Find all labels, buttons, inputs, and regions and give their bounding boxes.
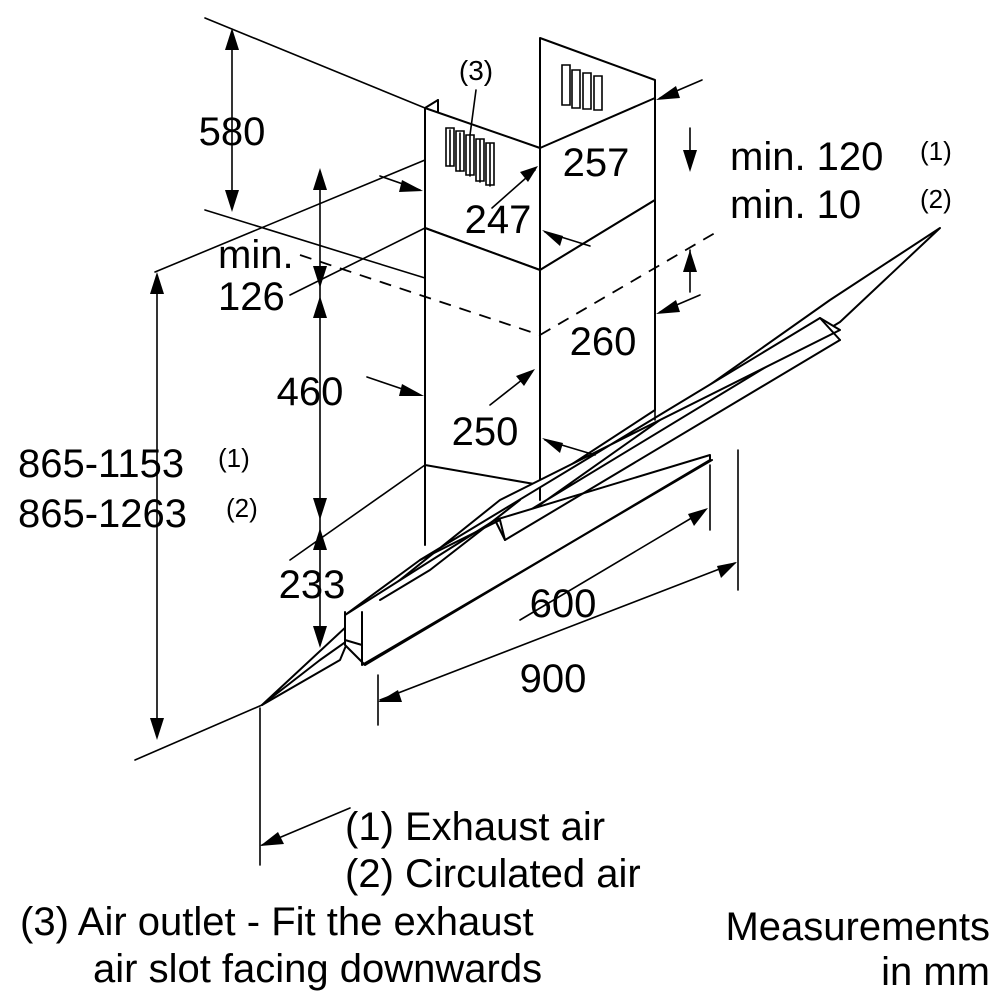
dim-height-exhaust-note: (1)	[218, 443, 250, 473]
label-air-outlet-ref: (3)	[459, 55, 493, 86]
dim-height-circulated-note: (2)	[226, 493, 258, 523]
dim-height-exhaust: 865-1153	[18, 442, 184, 486]
dimension-labels: 580 (3) 257 247 min. 120 (1) min. 10 (2)…	[18, 55, 952, 701]
dim-260: 260	[570, 320, 637, 364]
dim-min-10: min. 10	[730, 183, 861, 227]
dim-600: 600	[530, 582, 597, 626]
canopy	[261, 227, 941, 706]
dim-460: 460	[277, 370, 344, 414]
dim-257: 257	[563, 141, 630, 185]
dim-580: 580	[199, 110, 266, 154]
legend: (1) Exhaust air (2) Circulated air (3) A…	[20, 805, 641, 991]
legend-exhaust-air: (1) Exhaust air	[345, 805, 605, 849]
units-note: Measurements in mm	[725, 905, 990, 994]
dim-min-120: min. 120	[730, 135, 883, 179]
dim-min-10-note: (2)	[920, 184, 952, 214]
dim-250: 250	[452, 410, 519, 454]
lower-chimney	[424, 199, 656, 546]
dim-247: 247	[465, 198, 532, 242]
dim-min-120-note: (1)	[920, 136, 952, 166]
upper-chimney	[424, 37, 656, 320]
dimension-arrows	[150, 28, 737, 846]
units-line-1: Measurements	[725, 905, 990, 949]
dim-height-circulated: 865-1263	[18, 492, 187, 536]
legend-air-outlet: (3) Air outlet - Fit the exhaust	[20, 900, 534, 944]
dim-233: 233	[279, 563, 346, 607]
units-line-2: in mm	[881, 950, 990, 994]
reference-lines	[134, 17, 739, 866]
legend-circulated-air: (2) Circulated air	[345, 852, 641, 896]
dim-126: 126	[218, 275, 285, 319]
legend-air-outlet-note: air slot facing downwards	[93, 947, 542, 991]
dim-900: 900	[520, 657, 587, 701]
dim-min-label: min.	[218, 233, 294, 277]
